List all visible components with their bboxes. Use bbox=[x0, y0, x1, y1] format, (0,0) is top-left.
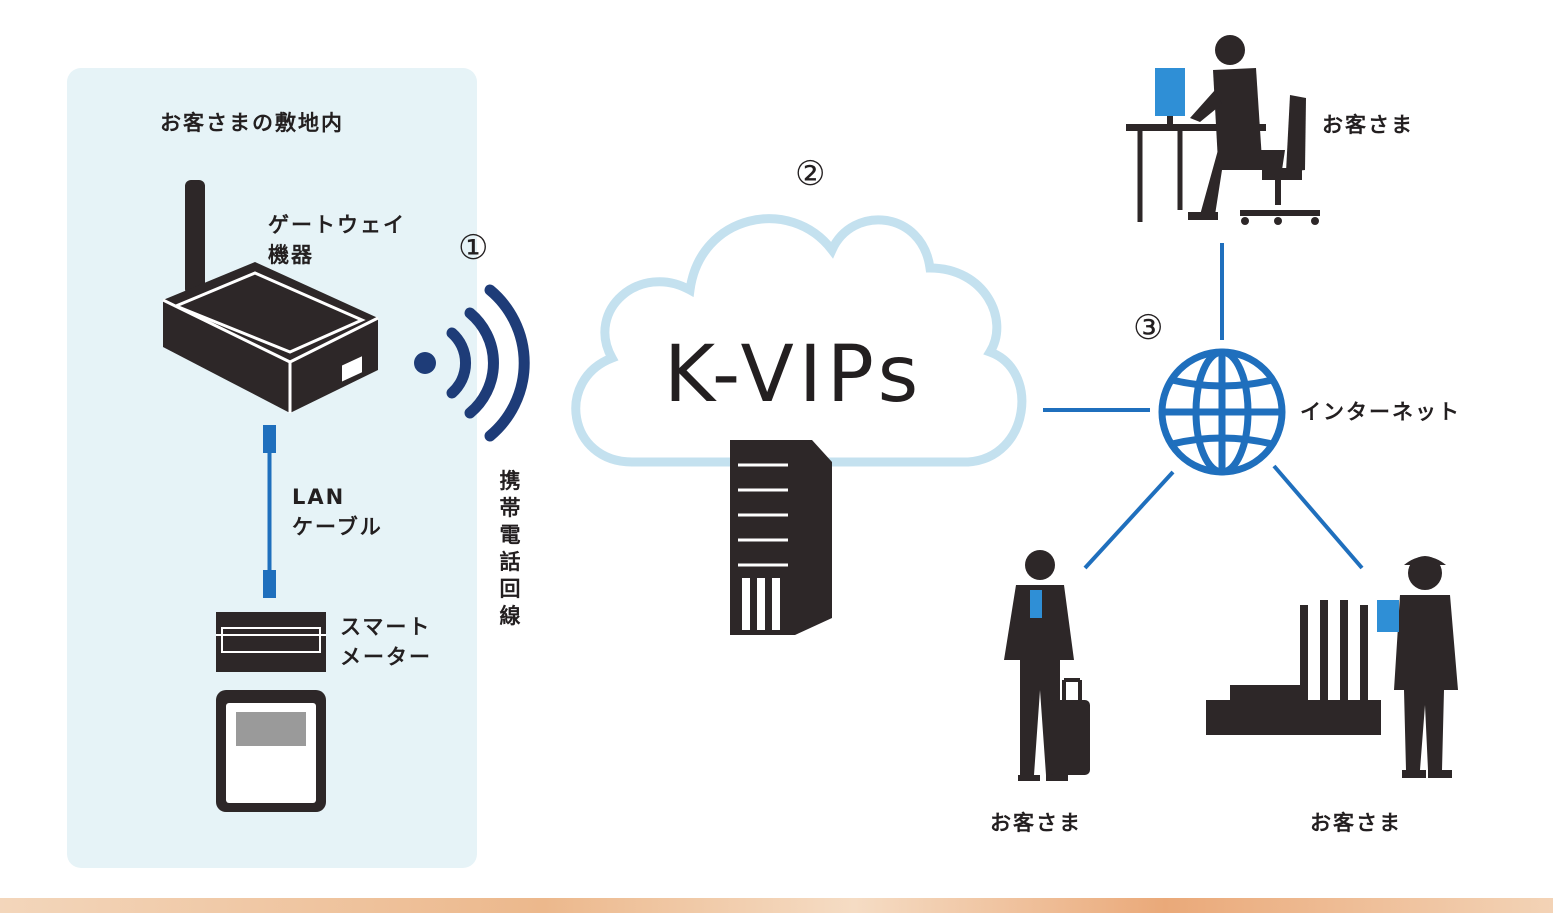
customer-traveler-label: お客さま bbox=[990, 811, 1082, 835]
lan-label-line2: ケーブル bbox=[292, 515, 383, 539]
customer-desk-label: お客さま bbox=[1322, 113, 1414, 137]
meter-label-line2: メーター bbox=[340, 645, 432, 669]
site-title: お客さまの敷地内 bbox=[160, 111, 344, 135]
wireless-signal-icon bbox=[414, 284, 530, 442]
cloud-outline bbox=[571, 214, 1027, 467]
server-icon bbox=[730, 440, 832, 635]
meter-label-line1: スマート bbox=[340, 615, 432, 639]
customer-site-panel bbox=[67, 68, 477, 868]
step-1-marker: ① bbox=[458, 228, 489, 268]
globe-icon bbox=[1158, 348, 1286, 476]
bottom-band bbox=[0, 898, 1553, 913]
traveler-icon bbox=[1004, 550, 1090, 781]
network-links bbox=[1043, 243, 1364, 570]
factory-worker-icon bbox=[1206, 556, 1458, 778]
customer-factory-label: お客さま bbox=[1310, 811, 1402, 835]
cloud-service-name: K-VIPs bbox=[664, 330, 924, 420]
internet-label: インターネット bbox=[1300, 400, 1461, 424]
lan-cable-icon bbox=[263, 425, 276, 598]
lan-label-line1: LAN bbox=[292, 485, 346, 509]
gateway-label-line1: ゲートウェイ bbox=[268, 213, 406, 237]
step-3-marker: ③ bbox=[1133, 308, 1164, 348]
step-2-marker: ② bbox=[795, 154, 826, 194]
mobile-line-label: 携帯電話回線 bbox=[499, 469, 521, 628]
gateway-device-icon bbox=[162, 180, 379, 413]
smart-meter-icon bbox=[216, 612, 326, 812]
desk-worker-icon bbox=[1126, 35, 1320, 225]
gateway-label-line2: 機器 bbox=[268, 243, 314, 267]
